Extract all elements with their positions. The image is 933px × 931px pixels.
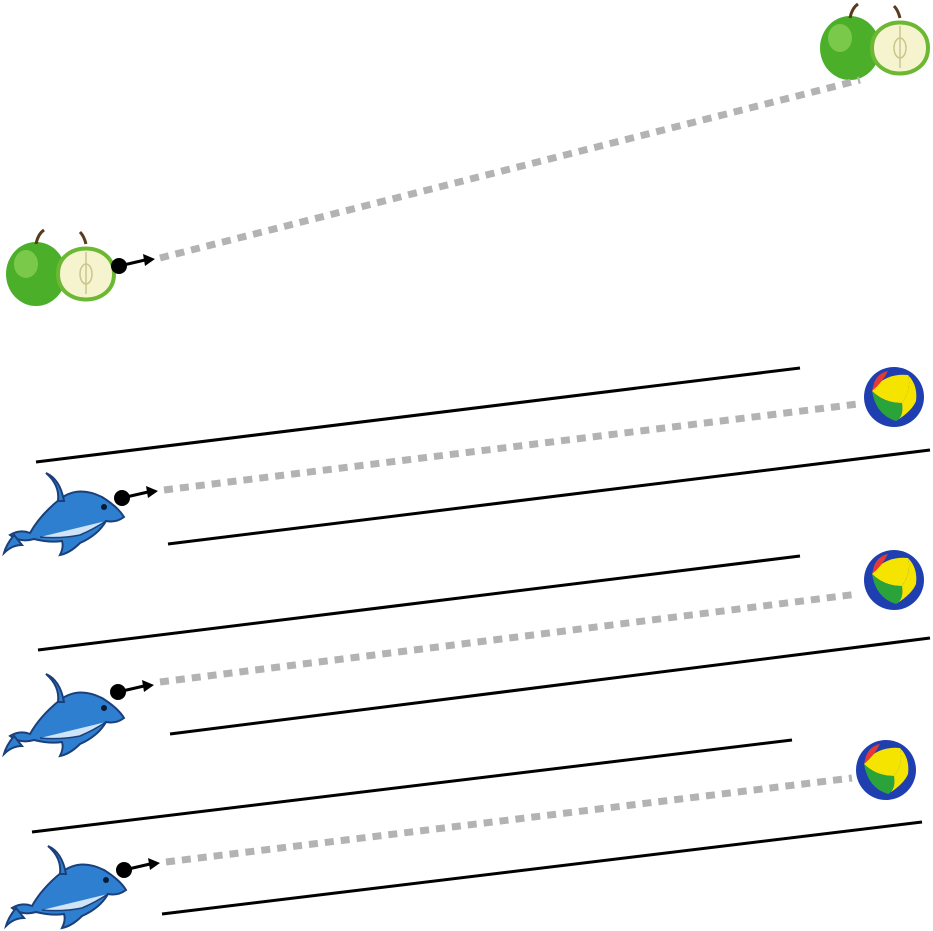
dolphin-icon xyxy=(3,673,125,757)
beach-ball-icon xyxy=(856,740,916,800)
trace-row-3 xyxy=(5,738,923,929)
example-trace xyxy=(4,2,930,308)
guide-line-bottom xyxy=(169,636,931,736)
guide-line-top xyxy=(37,554,801,652)
dolphin-icon xyxy=(3,472,125,556)
start-dot-arrow-icon xyxy=(108,678,156,702)
trace-row-1 xyxy=(3,366,931,556)
beach-ball-icon xyxy=(864,550,924,610)
dotted-trace-path[interactable] xyxy=(159,76,861,262)
apple-icon xyxy=(818,2,930,82)
apple-icon xyxy=(4,228,116,308)
guide-line-bottom xyxy=(167,448,931,546)
beach-ball-icon xyxy=(864,367,924,427)
start-dot-arrow-icon xyxy=(114,856,162,880)
dotted-trace-path[interactable] xyxy=(159,590,859,686)
trace-row-2 xyxy=(3,550,931,757)
start-dot-arrow-icon xyxy=(109,252,157,276)
guide-line-top xyxy=(31,738,793,834)
guide-line-bottom xyxy=(161,820,923,916)
dotted-trace-path[interactable] xyxy=(163,400,859,494)
dolphin-icon xyxy=(5,845,127,929)
start-dot-arrow-icon xyxy=(112,484,160,508)
dotted-trace-path[interactable] xyxy=(165,774,853,866)
guide-line-top xyxy=(35,366,801,464)
